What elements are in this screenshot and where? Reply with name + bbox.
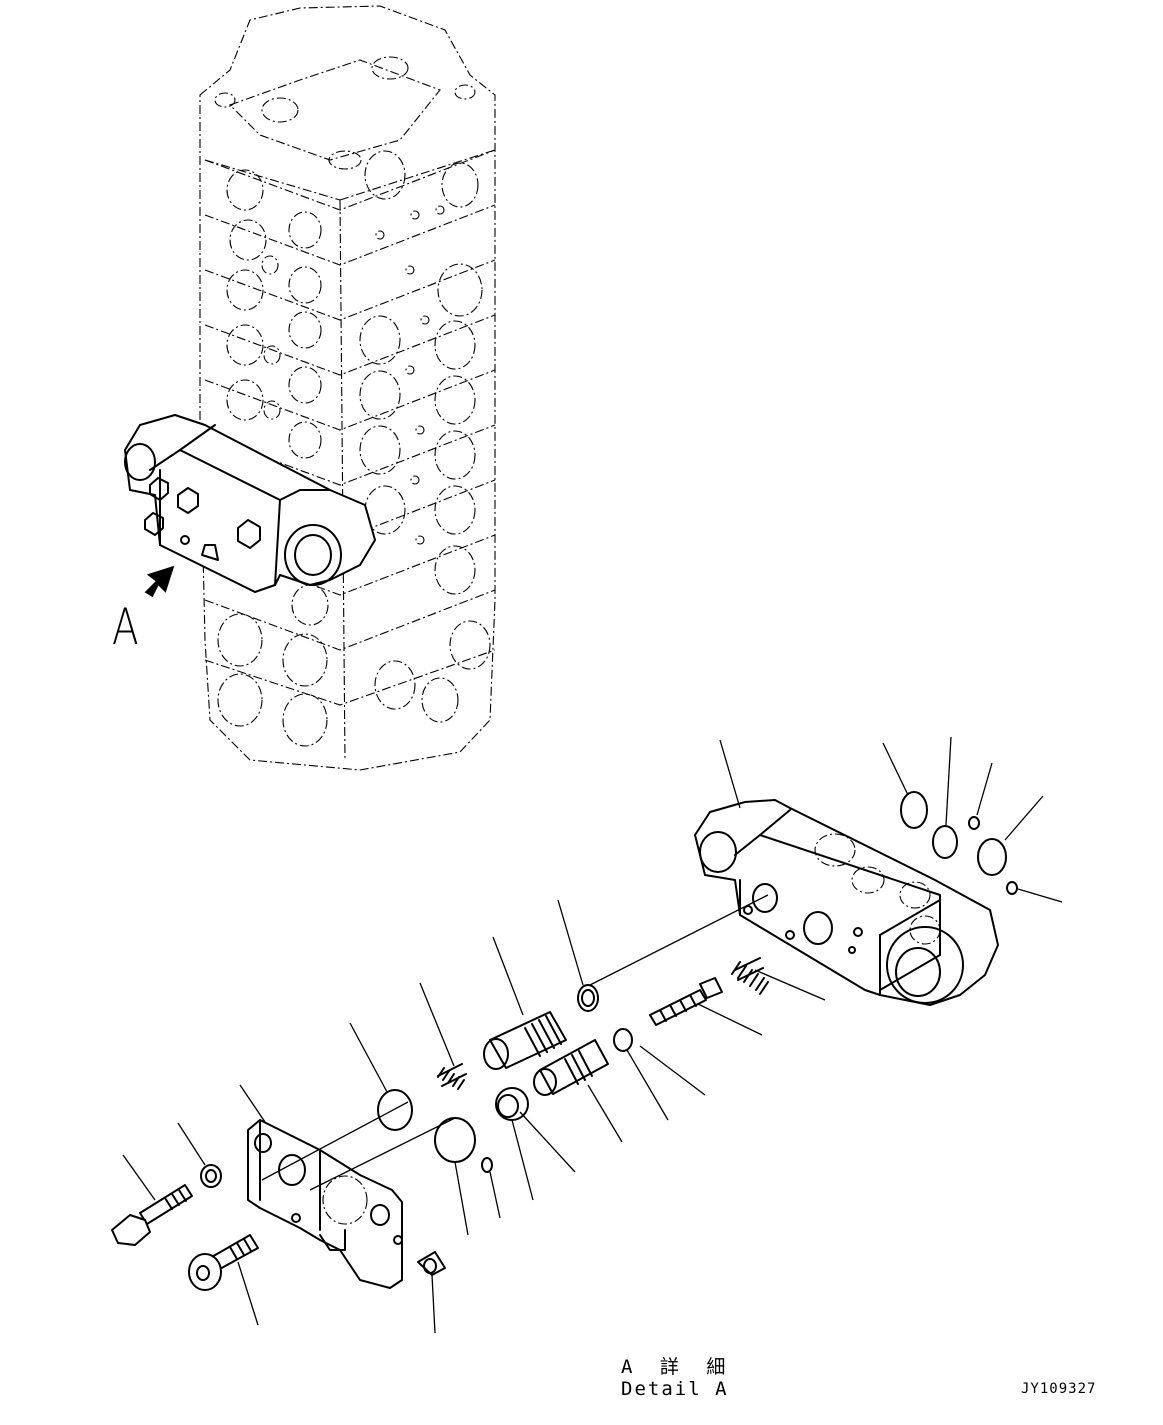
cover-plate [247,1119,403,1289]
detail-caption-japanese: A 詳 細 [621,1356,734,1378]
poppet [649,977,723,1026]
control-valve-assembly [199,5,496,771]
drawing-code: JY109327 [1021,1381,1097,1397]
valve-poppet-lower [533,1039,609,1096]
leader-lines [122,736,1063,1334]
screw [188,1234,259,1291]
o-ring-small [481,1157,493,1173]
washer [200,1164,222,1188]
view-arrow [144,565,175,598]
spring [731,957,769,995]
view-label: A [112,598,139,656]
small-ring [613,1028,633,1052]
spring-small [437,1063,467,1090]
detail-caption-english: Detail A [621,1378,729,1400]
valve-poppet-upper [483,1011,567,1070]
backup-ring [577,984,599,1012]
o-ring-set [900,791,1018,895]
sleeve [495,1087,529,1121]
valve-block [694,799,999,1006]
bolt [111,1184,193,1246]
o-ring-left [377,1089,413,1131]
attached-valve-block [124,414,376,593]
plug [417,1251,446,1276]
